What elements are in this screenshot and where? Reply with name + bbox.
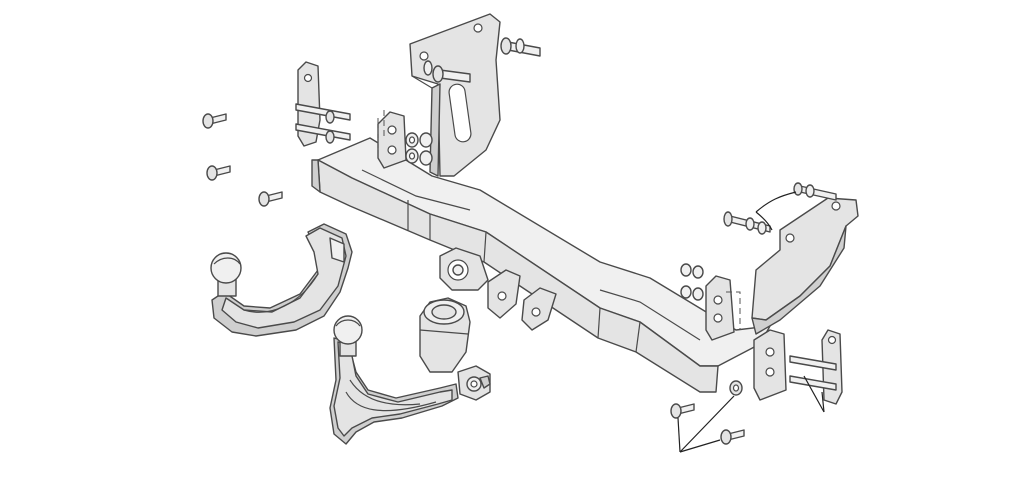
main-crossbar xyxy=(311,137,771,393)
loose-bolt-6 xyxy=(729,380,743,396)
right-mounting-bracket xyxy=(751,197,859,335)
loose-bolt-5 xyxy=(720,429,745,445)
bracket-fixing-bolt-right-mid xyxy=(723,211,771,235)
left-mounting-bracket xyxy=(409,13,501,177)
fixing-bolts xyxy=(202,113,745,445)
loose-bolt-1 xyxy=(202,113,227,129)
leader-lines xyxy=(677,191,825,453)
detachable-tow-ball-neck xyxy=(329,315,459,445)
detachable-receiver-socket xyxy=(419,297,491,401)
right-end-plate xyxy=(753,329,787,401)
center-hitch-plates xyxy=(487,269,557,331)
bracket-fixing-bolt-right-top xyxy=(793,182,837,201)
bracket-fixing-bolt-top xyxy=(500,37,541,57)
right-side-plate xyxy=(789,329,843,405)
crossbar-right-gusset xyxy=(705,275,741,341)
washers-and-nuts-right xyxy=(680,263,704,301)
loose-bolt-3 xyxy=(258,191,283,207)
loose-bolt-4 xyxy=(670,403,695,419)
loose-bolt-2 xyxy=(206,165,231,181)
left-side-plate xyxy=(295,61,351,147)
washers-and-nuts-left xyxy=(405,132,433,166)
fixed-tow-ball-neck xyxy=(210,223,353,337)
crossbar-left-gusset xyxy=(377,110,407,169)
bracket-fixing-bolt-mid xyxy=(423,60,471,83)
center-socket-bracket xyxy=(439,247,489,291)
